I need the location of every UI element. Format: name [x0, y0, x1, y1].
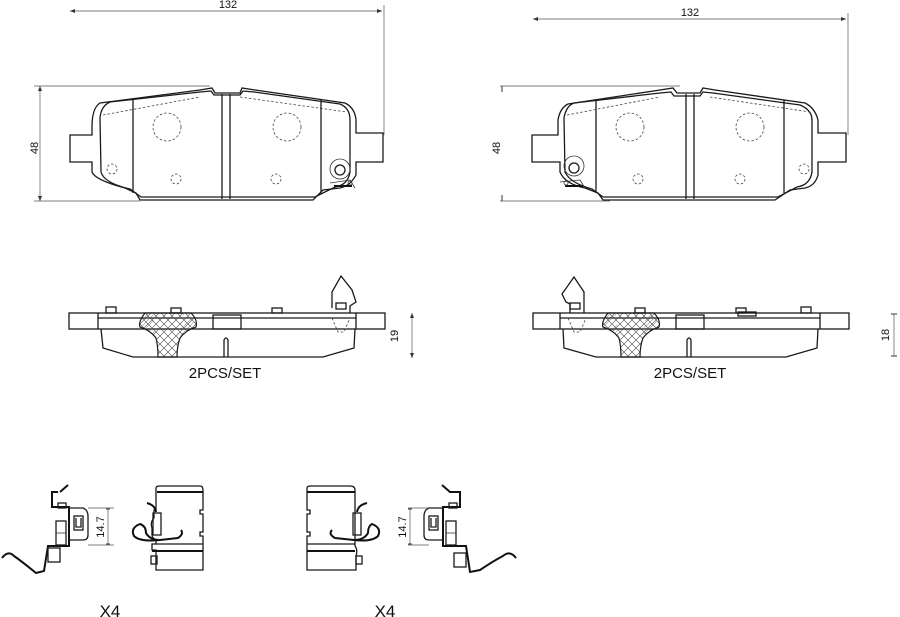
left-pad-front-view: 132 48 [29, 0, 385, 202]
left-clip-quantity: X4 [100, 602, 121, 617]
right-pad-width-dim: 132 [681, 7, 699, 19]
left-pad-thickness-dim: 19 [389, 330, 401, 342]
left-clip-dim: 14.7 [95, 516, 107, 537]
right-clip-quantity: X4 [375, 602, 396, 617]
left-pad-width-dim: 132 [219, 0, 237, 11]
right-pad-set-label: 2PCS/SET [654, 365, 727, 382]
left-pad-height-dim: 48 [29, 142, 41, 154]
left-clip-set: 14.7 X4 [1, 484, 204, 617]
left-pad-side-view: 19 2PCS/SET [68, 274, 414, 382]
right-pad-side-view: 18 2PCS/SET [532, 275, 897, 382]
right-clip-set: 14.7 X4 [306, 484, 517, 617]
right-pad-front-view: 132 48 [491, 7, 849, 202]
right-pad-height-dim: 48 [491, 142, 503, 154]
left-pad-set-label: 2PCS/SET [189, 365, 262, 382]
right-clip-dim: 14.7 [397, 516, 409, 537]
right-pad-thickness-dim: 18 [880, 329, 892, 341]
